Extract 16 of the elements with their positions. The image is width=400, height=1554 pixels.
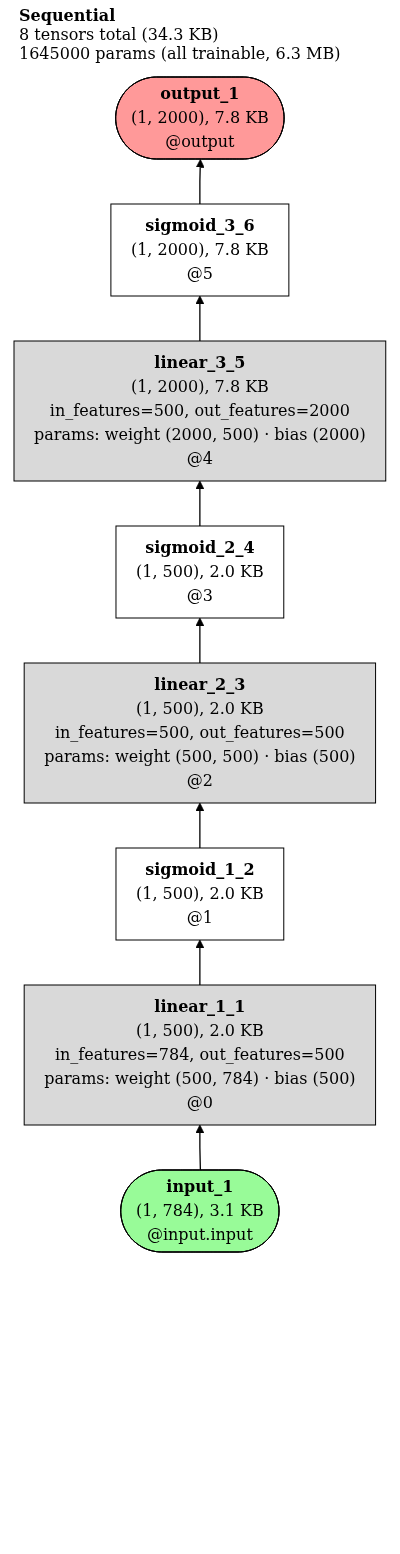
arrow: [195, 295, 205, 342]
node-box: sigmoid_3_6 (1, 2000), 7.8 KB @5: [110, 203, 290, 297]
arrow: [195, 617, 205, 664]
node-box: sigmoid_2_4 (1, 500), 2.0 KB @3: [115, 525, 285, 619]
diagram-title: Sequential: [19, 6, 117, 25]
arrow: [195, 480, 205, 527]
node-box: sigmoid_1_2 (1, 500), 2.0 KB @1: [115, 847, 285, 941]
node-box: linear_2_3 (1, 500), 2.0 KB in_features=500, out_features=500 params: weight (500, 500) · bias (500) @2: [23, 662, 377, 804]
summary-note: 1645000 params (all trainable, 6.3 MB): [19, 44, 342, 63]
arrow: [195, 1124, 205, 1172]
node-box: linear_1_1 (1, 500), 2.0 KB in_features=784, out_features=500 params: weight (500, 784) · bias (500) @0: [23, 984, 377, 1126]
summary-note: 8 tensors total (34.3 KB): [19, 25, 220, 44]
arrow: [195, 802, 205, 849]
arrow: [195, 159, 205, 205]
arrow: [195, 939, 205, 986]
node-box: linear_3_5 (1, 2000), 7.8 KB in_features=500, out_features=2000 params: weight (2000, 500) · bias (2000) @4: [13, 340, 387, 482]
